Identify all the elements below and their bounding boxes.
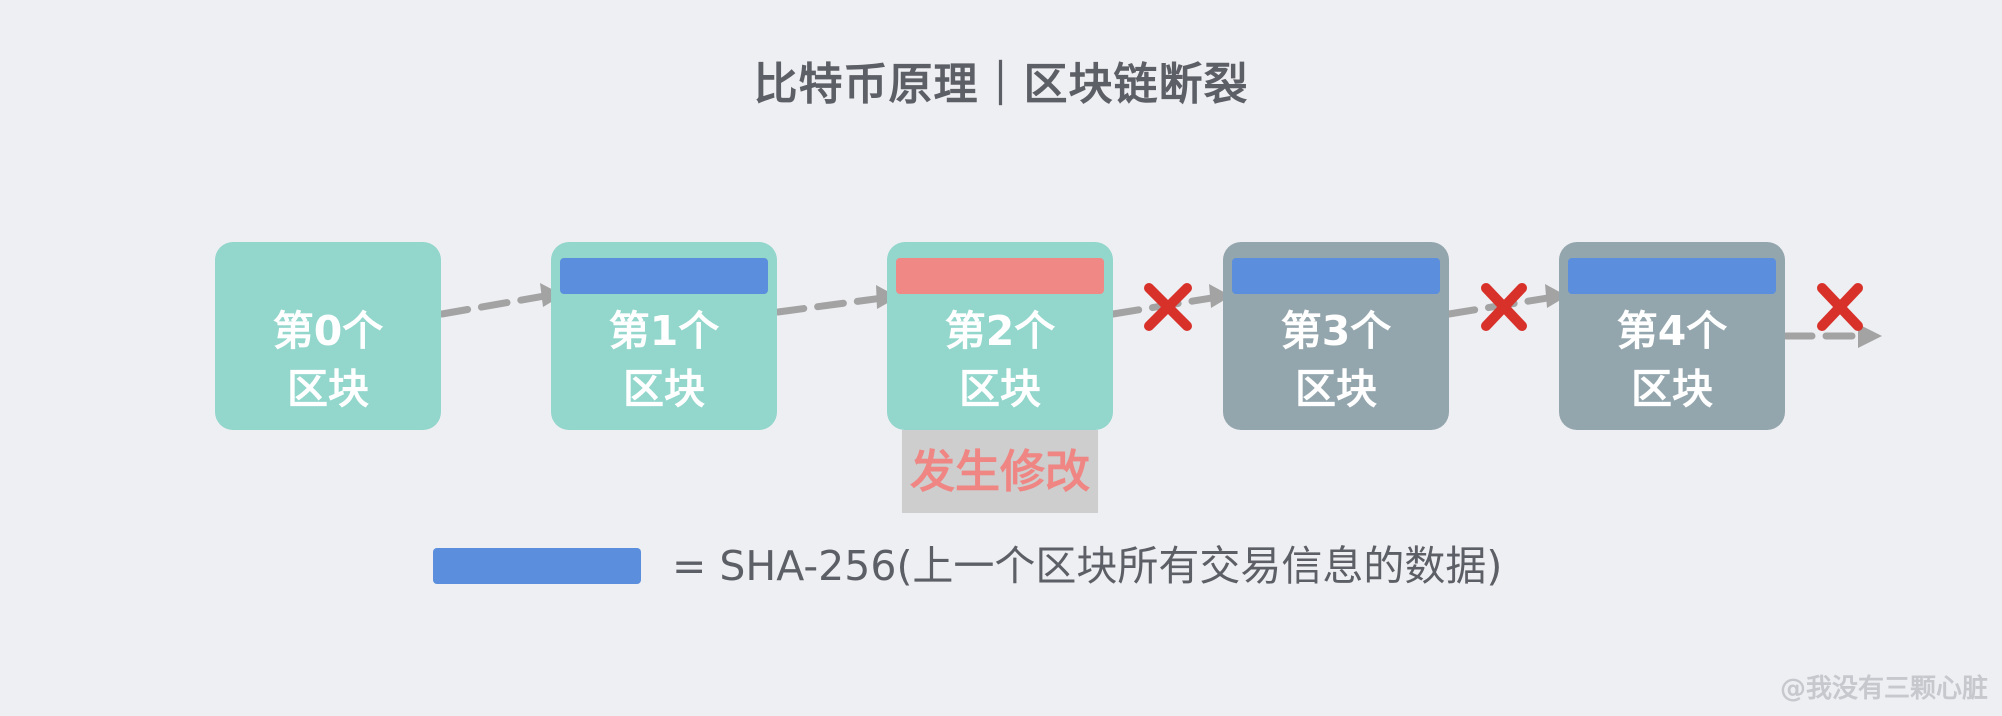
arrowhead-3-4 — [1545, 284, 1567, 308]
link-arrow-0-1 — [438, 290, 560, 318]
block-label: 第3个 区块 — [1280, 307, 1392, 413]
block-0: 第0个 区块 — [215, 242, 441, 430]
block-2: 第2个 区块 — [887, 242, 1113, 430]
hash-bar — [1568, 258, 1776, 294]
hash-bar — [560, 258, 768, 294]
block-label: 第0个 区块 — [272, 307, 384, 413]
block-label: 第2个 区块 — [944, 307, 1056, 413]
arrowhead-2-3 — [1209, 284, 1231, 308]
block-label: 第1个 区块 — [608, 307, 720, 413]
diagram-title: 比特币原理｜区块链断裂 — [753, 59, 1249, 110]
block-3: 第3个 区块 — [1223, 242, 1449, 430]
broken-link-cross-icon — [1481, 283, 1527, 331]
arrowhead-4-next — [1858, 324, 1882, 348]
hash-bar — [1232, 258, 1440, 294]
block-label: 第4个 区块 — [1616, 307, 1728, 413]
modified-hash-bar — [896, 258, 1104, 294]
broken-link-cross-icon — [1144, 283, 1192, 331]
legend-text: = SHA-256(上一个区块所有交易信息的数据) — [672, 542, 1503, 590]
legend-hash-bar — [433, 548, 641, 584]
link-arrow-1-2 — [774, 293, 894, 316]
block-1: 第1个 区块 — [551, 242, 777, 430]
watermark: @我没有三颗心脏 — [1779, 674, 1988, 704]
broken-link-cross-icon — [1817, 283, 1863, 331]
block-4: 第4个 区块 — [1559, 242, 1785, 430]
modified-label: 发生修改 — [902, 430, 1098, 513]
